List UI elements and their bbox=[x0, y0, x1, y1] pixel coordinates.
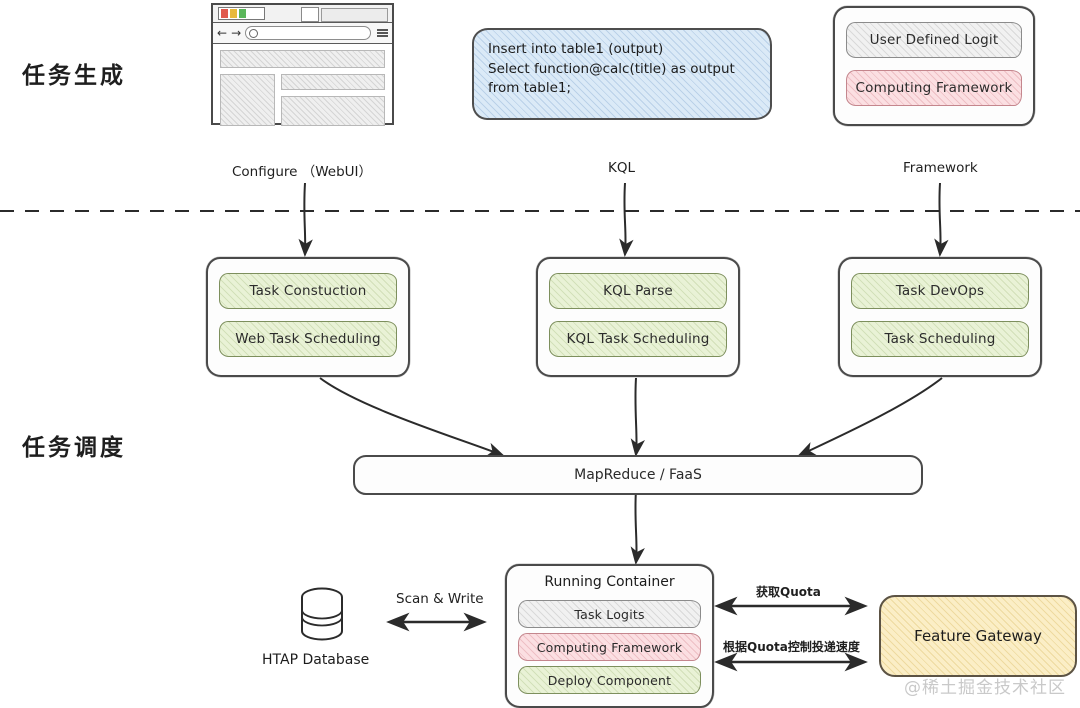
arrow-web-to-runtime bbox=[319, 377, 505, 457]
edge-label-scan-write: Scan & Write bbox=[396, 591, 484, 607]
container-item-deploy-component[interactable]: Deploy Component bbox=[518, 666, 701, 694]
scheduling-item-task-scheduling[interactable]: Task Scheduling bbox=[851, 321, 1029, 357]
browser-content-area bbox=[213, 44, 392, 132]
webui-browser-mockup[interactable]: ← → bbox=[211, 3, 394, 126]
search-icon bbox=[249, 28, 259, 38]
maximize-dot-icon bbox=[239, 9, 246, 18]
menu-hamburger-icon[interactable] bbox=[375, 29, 388, 37]
scheduling-group-web: Task Constuction Web Task Scheduling bbox=[206, 257, 410, 377]
mapreduce-faas-bar[interactable]: MapReduce / FaaS bbox=[353, 455, 923, 495]
scheduling-item-task-devops[interactable]: Task DevOps bbox=[851, 273, 1029, 309]
browser-tab-icon[interactable] bbox=[301, 7, 319, 22]
section-label-task-generation: 任务生成 bbox=[22, 63, 126, 89]
scheduling-item-kql-parse[interactable]: KQL Parse bbox=[549, 273, 727, 309]
edge-label-framework: Framework bbox=[903, 160, 978, 176]
running-container-title: Running Container bbox=[544, 574, 675, 590]
content-banner-block bbox=[220, 50, 385, 68]
forward-arrow-icon[interactable]: → bbox=[231, 26, 242, 40]
address-bar-input[interactable] bbox=[245, 26, 371, 40]
scheduling-item-kql-task-scheduling[interactable]: KQL Task Scheduling bbox=[549, 321, 727, 357]
watermark: @稀土掘金技术社区 bbox=[904, 678, 1066, 698]
arrow-framework-down bbox=[934, 182, 949, 257]
window-controls bbox=[218, 7, 265, 20]
content-row-block bbox=[280, 74, 385, 90]
minimize-dot-icon bbox=[230, 9, 237, 18]
framework-item-computing-framework[interactable]: Computing Framework bbox=[846, 70, 1022, 106]
window-title-stub bbox=[248, 9, 262, 18]
feature-gateway-box[interactable]: Feature Gateway bbox=[879, 595, 1077, 677]
arrow-webui-down bbox=[298, 182, 313, 257]
kql-code-box: Insert into table1 (output) Select funct… bbox=[472, 28, 772, 120]
browser-nav-bar: ← → bbox=[213, 23, 392, 44]
edge-label-get-quota: 获取Quota bbox=[756, 585, 821, 599]
scheduling-group-kql: KQL Parse KQL Task Scheduling bbox=[536, 257, 740, 377]
container-item-computing-framework[interactable]: Computing Framework bbox=[518, 633, 701, 661]
browser-tab-strip[interactable] bbox=[321, 8, 388, 22]
framework-source-group: User Defined Logit Computing Framework bbox=[833, 6, 1035, 126]
edge-label-kql: KQL bbox=[608, 160, 635, 176]
close-dot-icon bbox=[221, 9, 228, 18]
section-label-task-scheduling: 任务调度 bbox=[22, 435, 126, 461]
content-main-block bbox=[280, 96, 385, 126]
edge-label-quota-rate: 根据Quota控制投递速度 bbox=[723, 640, 860, 654]
framework-item-user-defined-logit[interactable]: User Defined Logit bbox=[846, 22, 1022, 58]
htap-database-icon bbox=[296, 586, 348, 642]
scheduling-item-web-task-scheduling[interactable]: Web Task Scheduling bbox=[219, 321, 397, 357]
browser-title-bar bbox=[213, 5, 392, 23]
scheduling-item-task-constuction[interactable]: Task Constuction bbox=[219, 273, 397, 309]
running-container-group: Running Container Task Logits Computing … bbox=[505, 564, 714, 708]
htap-database-caption: HTAP Database bbox=[262, 652, 370, 668]
arrow-runtime-to-container bbox=[630, 489, 645, 565]
arrow-kql-down bbox=[619, 182, 634, 257]
arrow-kql-to-runtime bbox=[630, 377, 645, 457]
scheduling-group-devops: Task DevOps Task Scheduling bbox=[838, 257, 1042, 377]
container-item-task-logits[interactable]: Task Logits bbox=[518, 600, 701, 628]
back-arrow-icon[interactable]: ← bbox=[217, 26, 228, 40]
content-sidebar-block bbox=[220, 74, 275, 126]
arrow-devops-to-runtime bbox=[797, 377, 943, 457]
edge-label-configure-webui: Configure （WebUI） bbox=[232, 164, 373, 180]
